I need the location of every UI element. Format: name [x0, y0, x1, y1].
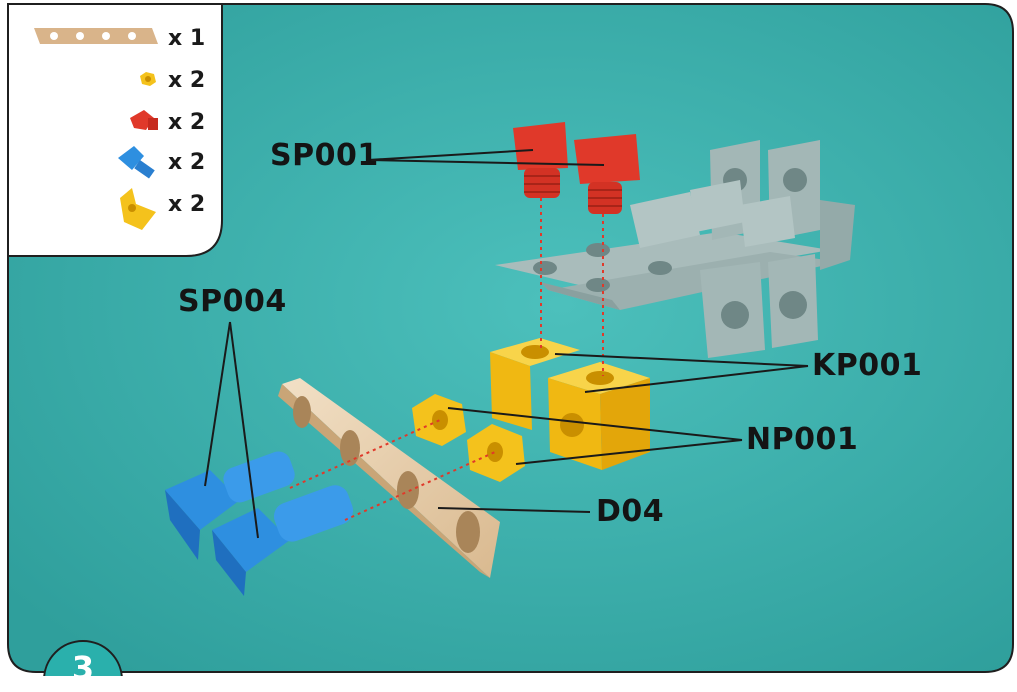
blue-screw-part	[212, 485, 354, 596]
qty-blue-screw: x 2	[168, 150, 206, 175]
label-sp001: SP001	[270, 138, 379, 173]
callout-lines	[204, 149, 809, 539]
step-number: 3	[71, 649, 95, 687]
red-screw-part	[513, 122, 568, 198]
step-circle	[43, 640, 123, 676]
assembly-diagram	[7, 3, 1014, 676]
wooden-strip-part	[278, 378, 500, 578]
blue-screw-part	[165, 451, 295, 560]
red-screw-icon	[130, 110, 158, 130]
qty-wooden-strip: x 1	[168, 26, 206, 51]
qty-yellow-nut: x 2	[168, 68, 206, 93]
label-d04: D04	[596, 494, 665, 529]
yellow-bracket-part	[490, 338, 650, 470]
blue-screw-icon	[118, 146, 155, 179]
red-screw-part	[574, 134, 640, 214]
gray-base-part	[495, 140, 855, 358]
label-kp001: KP001	[812, 348, 923, 383]
qty-yellow-bracket: x 2	[168, 192, 206, 217]
qty-red-screw: x 2	[168, 110, 206, 135]
yellow-bracket-icon	[120, 188, 156, 230]
label-sp004: SP004	[178, 284, 287, 319]
wooden-strip-icon	[34, 28, 158, 44]
yellow-nut-icon	[140, 72, 156, 86]
guide-lines	[289, 198, 604, 521]
label-np001: NP001	[746, 422, 859, 457]
parts-list-box	[7, 3, 223, 257]
